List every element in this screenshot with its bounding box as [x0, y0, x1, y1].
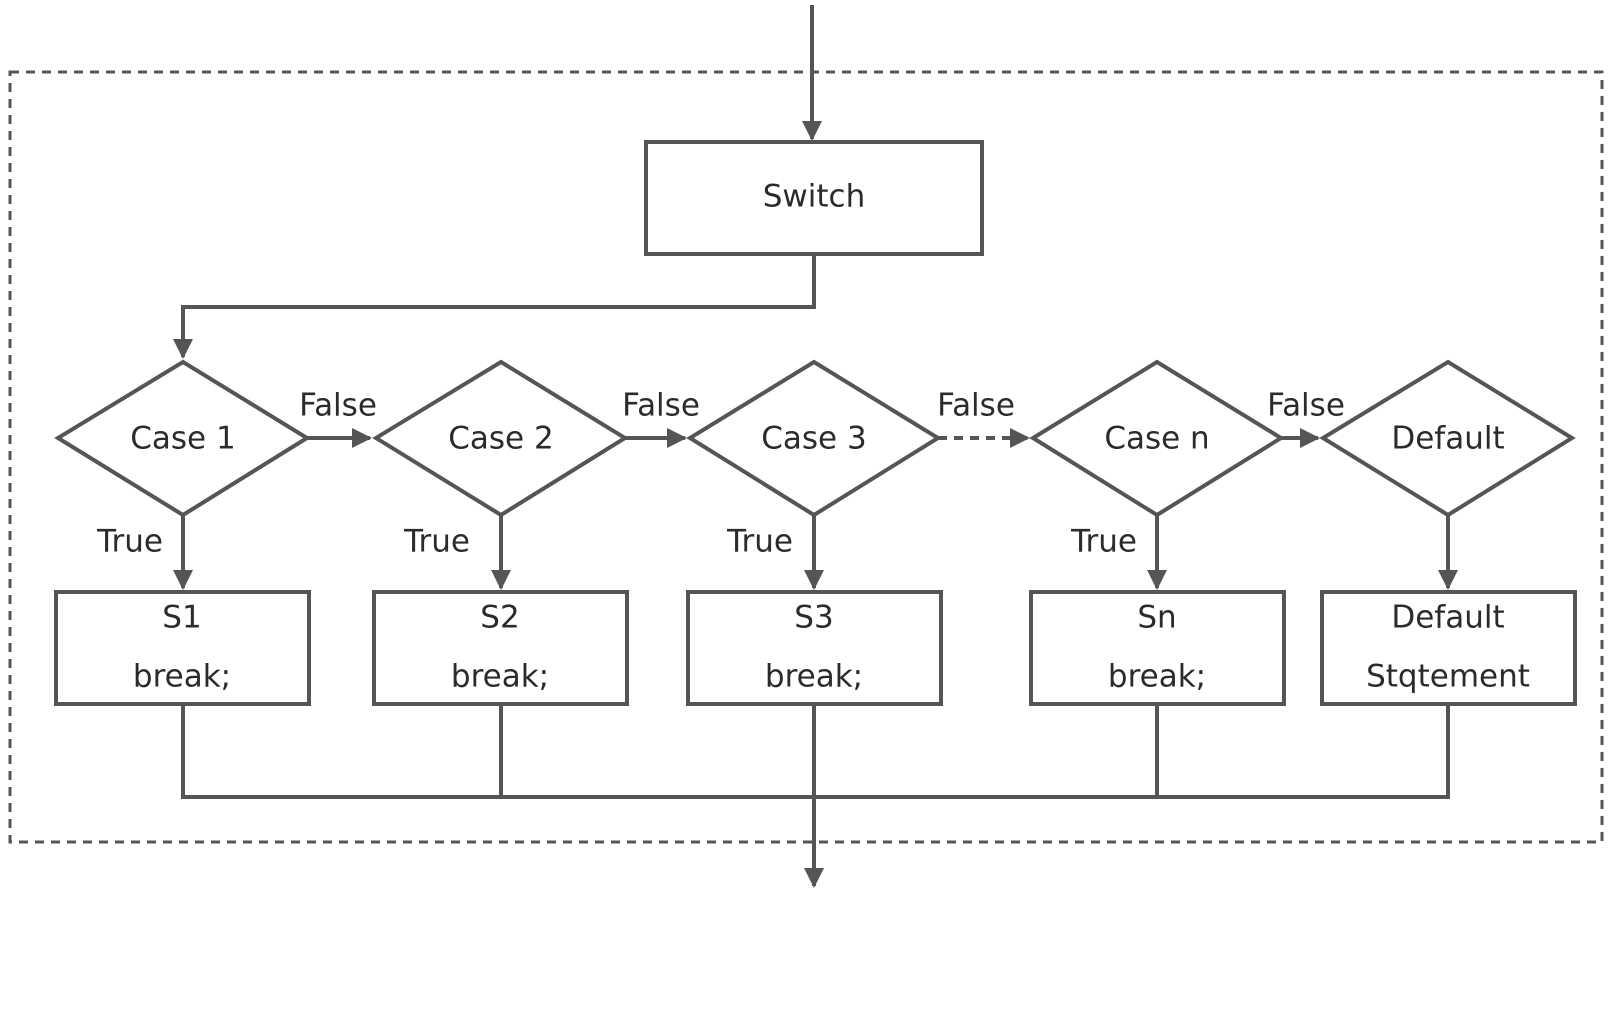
case-3-true-label: True [726, 524, 793, 560]
case-3-condition: Case 3 [761, 421, 866, 457]
case-1-false-label: False [299, 388, 377, 424]
default-statement-line1: Default [1391, 600, 1504, 636]
switch-to-case1-connector [173, 254, 816, 359]
case-3-false-label: False [937, 388, 1015, 424]
case-1-true-label: True [96, 524, 163, 560]
case-1-condition: Case 1 [130, 421, 235, 457]
case-1-statement: S1 [162, 600, 201, 636]
case-2-statement: S2 [480, 600, 519, 636]
case-2-condition: Case 2 [448, 421, 553, 457]
case-3-statement: S3 [794, 600, 833, 636]
case-3-group: Case 3 True S3 break; False [686, 359, 1030, 706]
switch-box [644, 140, 984, 256]
case-2-true-label: True [403, 524, 470, 560]
case-n-true-label: True [1070, 524, 1137, 560]
case-n-statement: Sn [1137, 600, 1176, 636]
default-condition: Default [1391, 421, 1504, 457]
default-statement-line2: Stqtement [1366, 659, 1530, 695]
case-n-statement-box [1029, 590, 1286, 706]
case-3-break: break; [765, 659, 863, 695]
switch-block-frame [8, 70, 1604, 844]
case-n-break: break; [1108, 659, 1206, 695]
case-2-group: Case 2 True S2 break; False [372, 359, 700, 706]
switch-label: Switch [763, 179, 866, 215]
default-group: Default Default Stqtement [1319, 359, 1577, 706]
case-1-break: break; [133, 659, 231, 695]
case-n-false-label: False [1267, 388, 1345, 424]
case-n-group: Case n True Sn break; False [1029, 359, 1345, 706]
case-2-false-label: False [622, 388, 700, 424]
switch-node: Switch [644, 140, 984, 256]
case-2-break: break; [451, 659, 549, 695]
case-1-group: Case 1 True S1 break; False [54, 359, 377, 706]
case-n-condition: Case n [1104, 421, 1209, 457]
